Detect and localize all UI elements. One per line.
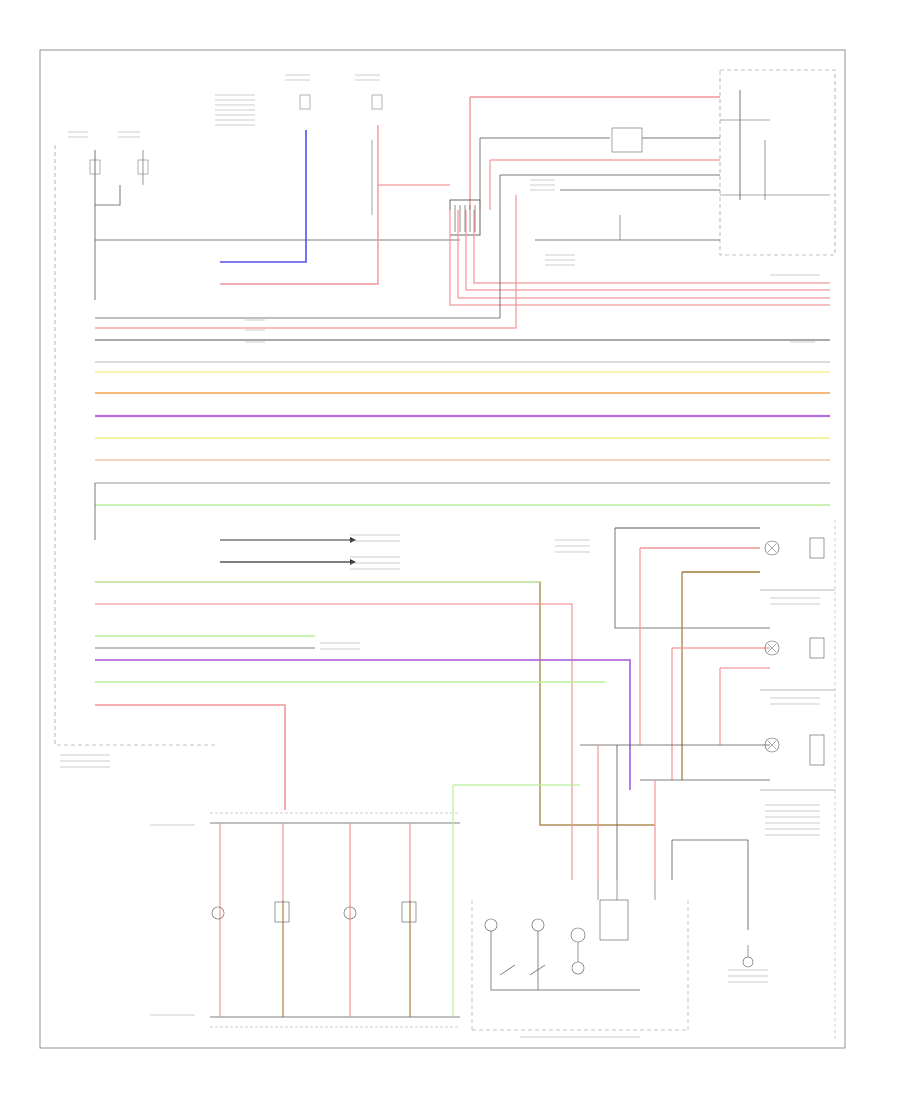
mid-wires: [94, 483, 655, 880]
top-wiring: [89, 94, 460, 300]
top-right-module-wiring: [535, 90, 830, 241]
right-components: [580, 527, 835, 968]
bottom-center-module: [471, 880, 689, 1031]
top-right-module-boundary: [719, 69, 836, 256]
left-module-boundary: [54, 145, 215, 746]
diagram-frame: [39, 49, 846, 1049]
component-label-marks: [60, 74, 820, 1038]
harness-bundle: [95, 96, 830, 329]
horizontal-bus-wires: [95, 339, 830, 506]
bottom-left-module: [210, 784, 580, 1028]
